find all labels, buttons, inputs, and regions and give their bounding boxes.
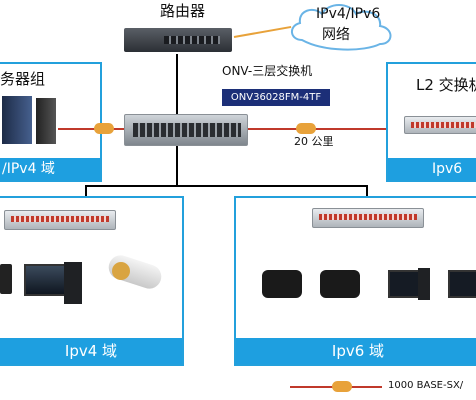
access-switch-left: [4, 210, 116, 230]
fiber-left: [58, 128, 124, 130]
server-icon: [36, 98, 56, 144]
core-trunk: [176, 146, 178, 186]
access-switch-right: [312, 208, 424, 228]
left-domain: 务器组 /IPv4 域: [0, 62, 102, 182]
fiber-badge-left: [94, 123, 114, 134]
horizontal-trunk: [85, 185, 367, 187]
router-label: 路由器: [160, 2, 206, 20]
core-switch-model: ONV36028FM-4TF: [230, 92, 322, 103]
monitor-icon: [388, 270, 420, 298]
legend-label: 1000 BASE-SX/: [388, 380, 464, 391]
ip-phone-icon: [262, 270, 302, 298]
cloud-line2: 网络: [322, 27, 350, 43]
right-domain: L2 交换机 Ipv6 域: [386, 62, 476, 199]
fiber-distance: 20 公里: [294, 135, 334, 148]
monitor-icon: [448, 270, 476, 298]
bottom-left-domain: Ipv4 域: [0, 196, 184, 366]
left-drop: [85, 185, 87, 206]
l2-switch: [404, 116, 476, 134]
right-drop: [366, 185, 368, 206]
router-device: [124, 28, 232, 52]
left-domain-bar: /IPv4 域: [0, 158, 100, 180]
router-cloud-link: [233, 25, 292, 38]
bottom-right-domain: Ipv6 域: [234, 196, 476, 366]
legend-badge: [332, 381, 352, 392]
tablet-icon: [0, 264, 12, 294]
camera-lens-icon: [112, 262, 130, 280]
right-domain-title: L2 交换机: [416, 76, 476, 94]
bottom-left-bar: Ipv4 域: [0, 338, 182, 364]
left-domain-title: 务器组: [0, 70, 46, 88]
server-icon: [2, 96, 32, 144]
monitor-icon: [24, 264, 66, 296]
fiber-badge-right: [296, 123, 316, 134]
pc-tower-icon: [418, 268, 430, 300]
fiber-right: [248, 128, 400, 130]
bottom-right-bar: Ipv6 域: [236, 338, 476, 364]
router-core-link: [176, 54, 178, 114]
pc-tower-icon: [64, 262, 82, 304]
cloud-line1: IPv4/IPv6: [316, 6, 381, 22]
core-switch-title: ONV-三层交换机: [222, 64, 313, 78]
right-domain-bar: Ipv6 域: [388, 158, 476, 199]
core-switch: [124, 114, 248, 146]
ip-phone-icon: [320, 270, 360, 298]
core-switch-model-badge: ONV36028FM-4TF: [222, 89, 330, 106]
cloud-icon: [291, 4, 392, 51]
